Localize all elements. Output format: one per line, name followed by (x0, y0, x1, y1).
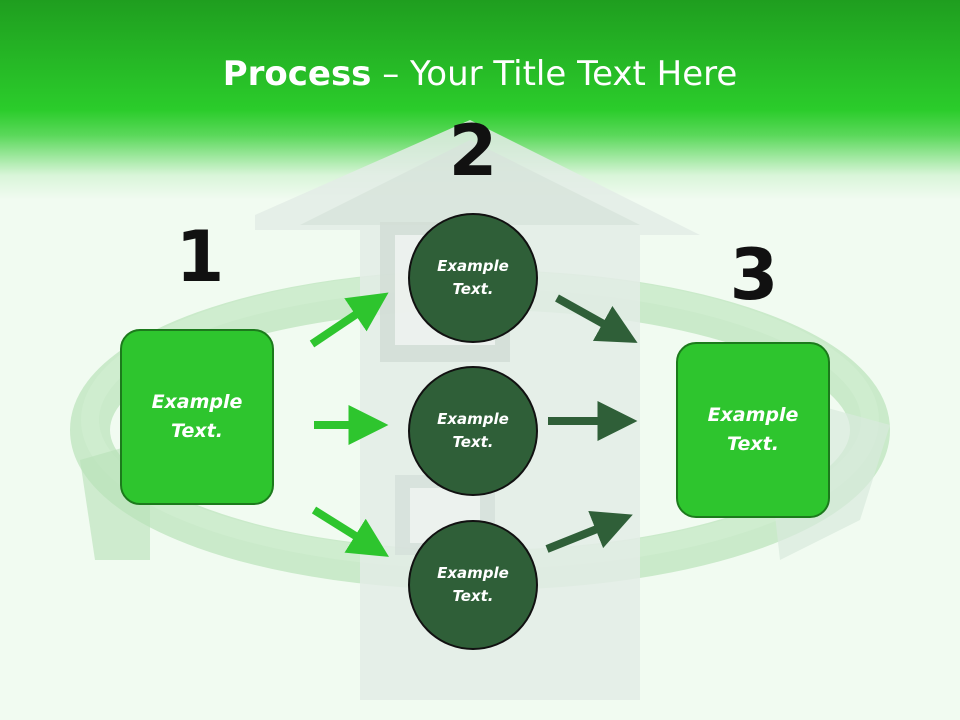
title-rest: – Your Title Text Here (371, 54, 738, 94)
arrow-circle-top-to-box3 (555, 294, 638, 343)
step-number-2: 2 (448, 110, 498, 192)
step-box-3-text: Example Text. (707, 404, 799, 455)
process-circle-middle-text: Example Text. (437, 410, 509, 451)
process-circle-top-text: Example Text. (437, 257, 509, 298)
arrow-box1-to-circle-top (309, 292, 389, 348)
process-circle-bottom: Example Text. (408, 520, 538, 650)
step-box-1-text: Example Text. (151, 391, 243, 442)
arrow-box1-to-circle-bottom (311, 506, 389, 557)
arrow-circle-bottom-to-box3 (545, 510, 633, 553)
title-bold: Process (222, 54, 372, 94)
process-circle-bottom-text: Example Text. (437, 564, 509, 605)
process-circle-middle: Example Text. (408, 366, 538, 496)
step-box-3: Example Text. (676, 342, 830, 518)
step-number-1: 1 (175, 216, 225, 298)
process-circle-top: Example Text. (408, 213, 538, 343)
step-number-3: 3 (729, 234, 779, 316)
step-box-1: Example Text. (120, 329, 274, 505)
page-title: Process – Your Title Text Here (0, 52, 960, 96)
